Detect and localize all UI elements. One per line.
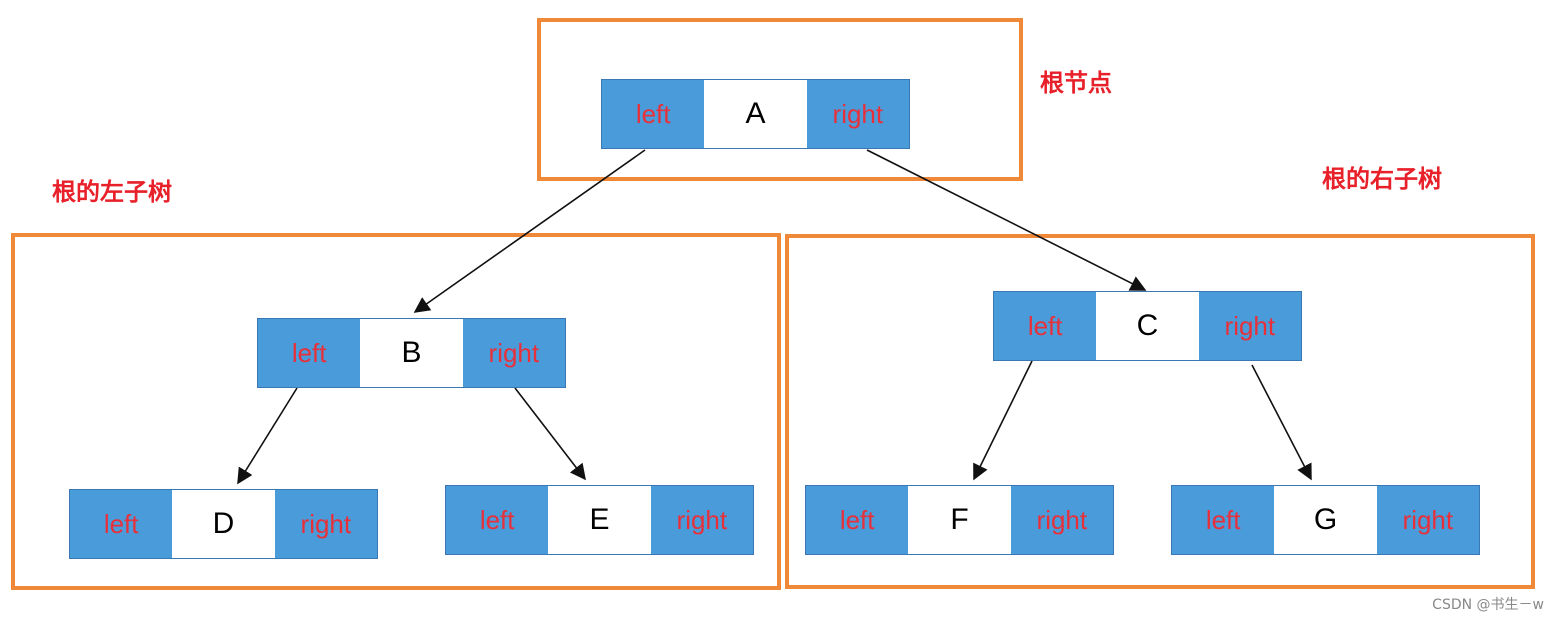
node-f-right-pointer: right (1010, 486, 1113, 554)
root-frame (537, 18, 1023, 181)
node-a-right-pointer: right (806, 80, 909, 148)
node-d-left-pointer: left (70, 490, 173, 558)
node-c-left-pointer: left (994, 292, 1097, 360)
node-g-value: G (1274, 486, 1377, 554)
node-e: left E right (445, 485, 754, 555)
edge-c-g (1251, 364, 1312, 481)
node-g-left-pointer: left (1172, 486, 1275, 554)
node-a: left A right (601, 79, 910, 149)
root-label: 根节点 (1040, 69, 1112, 97)
node-d-right-pointer: right (274, 490, 377, 558)
right-subtree-label: 根的右子树 (1322, 165, 1442, 193)
node-d-value: D (172, 490, 275, 558)
watermark: CSDN @书生－w (1432, 597, 1544, 613)
node-b-value: B (360, 319, 463, 387)
edge-b-e (514, 387, 586, 481)
left-subtree-label: 根的左子树 (52, 178, 172, 206)
right-subtree-frame (785, 234, 1535, 589)
node-e-left-pointer: left (446, 486, 549, 554)
node-c-right-pointer: right (1198, 292, 1301, 360)
edge-b-d (237, 387, 298, 485)
node-b-left-pointer: left (258, 319, 361, 387)
node-b-right-pointer: right (462, 319, 565, 387)
node-e-right-pointer: right (650, 486, 753, 554)
edge-a-c (866, 149, 1147, 291)
node-c: left C right (993, 291, 1302, 361)
node-a-value: A (704, 80, 807, 148)
node-f-left-pointer: left (806, 486, 909, 554)
node-g-right-pointer: right (1376, 486, 1479, 554)
node-a-left-pointer: left (602, 80, 705, 148)
node-e-value: E (548, 486, 651, 554)
node-d: left D right (69, 489, 378, 559)
node-b: left B right (257, 318, 566, 388)
node-f: left F right (805, 485, 1114, 555)
node-c-value: C (1096, 292, 1199, 360)
edge-a-b (413, 149, 646, 313)
node-g: left G right (1171, 485, 1480, 555)
node-f-value: F (908, 486, 1011, 554)
left-subtree-frame (11, 233, 781, 590)
edge-c-f (973, 360, 1033, 481)
